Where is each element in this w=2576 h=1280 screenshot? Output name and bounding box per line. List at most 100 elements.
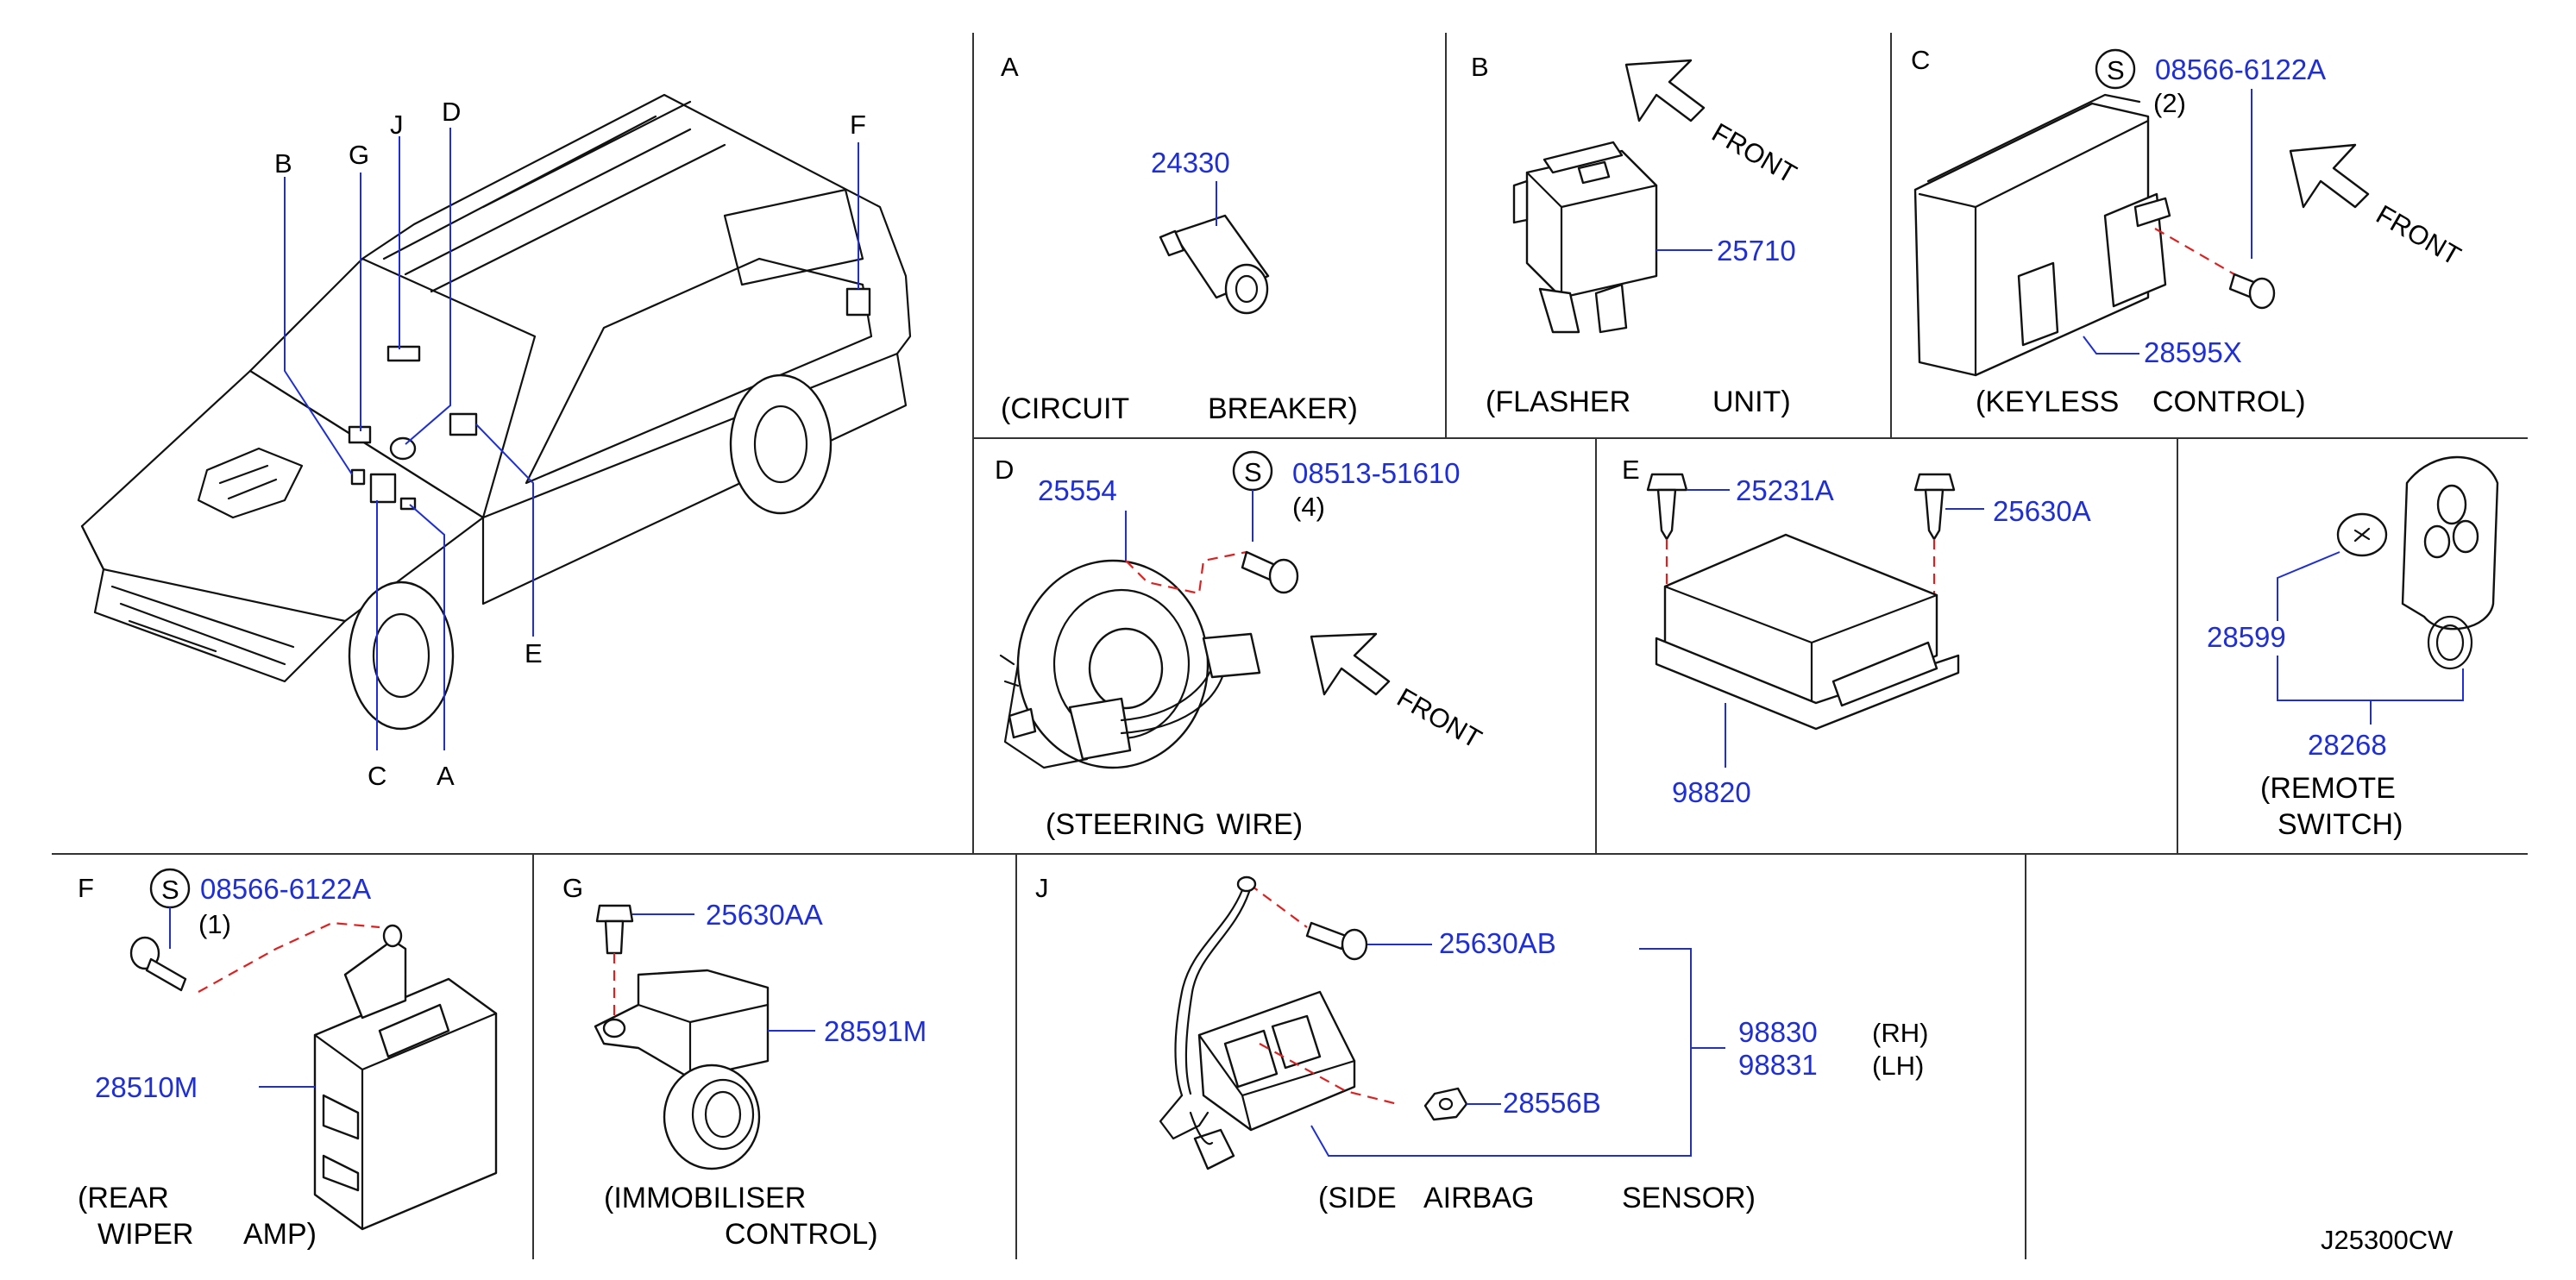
part-number: 98820 (1672, 776, 1751, 808)
vehicle-hood (80, 369, 485, 623)
panel-b: B FRONT 25710 (FLASHER UNIT) (1471, 52, 1802, 418)
panel-e: E 25231A 25630A 98820 (1622, 455, 2091, 808)
loc-letter-b: B (274, 148, 292, 179)
panel-letter: E (1622, 455, 1640, 485)
caption-1: (CIRCUIT (1001, 392, 1129, 425)
panel-f: F S 08566-6122A (1) 28510M (REAR WIPER A… (78, 868, 498, 1251)
screw-mark: S (1244, 457, 1262, 487)
screw-part (129, 936, 187, 992)
screw-qty: (1) (198, 909, 231, 939)
panel-letter: B (1471, 52, 1489, 82)
caption-1: (FLASHER (1486, 386, 1630, 418)
part-number-rh: 98830 (1738, 1016, 1818, 1048)
nut-number: 28556B (1503, 1087, 1601, 1119)
loc-letter-j: J (390, 110, 404, 140)
bolt-left-number: 25231A (1736, 474, 1834, 506)
screw-qty: (2) (2153, 88, 2186, 118)
caption-2: WIRE) (1216, 808, 1303, 841)
vehicle-side-windows (525, 257, 873, 485)
loc-letter-a: A (437, 761, 455, 791)
caption-3: AMP) (243, 1218, 317, 1251)
panel-g: G 25630AA 28591M (IMMOBILISER CONTROL) (562, 873, 927, 1251)
panel-letter: G (562, 873, 583, 903)
front-arrow-icon (2289, 143, 2370, 209)
loc-letter-g: G (349, 140, 369, 170)
panel-remote: 28599 28268 (REMOTE SWITCH) (2207, 455, 2499, 841)
marker-e (449, 412, 478, 436)
caption-2: CONTROL) (725, 1218, 878, 1251)
bolt-left-part (1646, 473, 1688, 541)
bolt-part (1305, 921, 1368, 961)
marker-d (389, 436, 417, 461)
vehicle-grille (110, 585, 295, 666)
panel-letter: C (1911, 45, 1930, 75)
immobiliser-control-part (594, 969, 770, 1170)
panel-letter: A (1001, 52, 1019, 82)
bolt-part (595, 904, 634, 955)
screw-part-number: 08513-51610 (1292, 457, 1461, 489)
screw-part-number: 08566-6122A (2155, 53, 2326, 85)
rear-wiper-amp-part (313, 924, 498, 1231)
part-number: 25554 (1038, 474, 1117, 506)
front-arrow-icon (1310, 632, 1391, 696)
screw-part (1241, 550, 1299, 594)
panel-letter: D (995, 455, 1014, 485)
loc-letter-c: C (368, 761, 386, 791)
drawing-code: J25300CW (2321, 1225, 2453, 1255)
screw-part-number: 08566-6122A (200, 873, 371, 905)
caption-2: UNIT) (1712, 386, 1791, 418)
front-arrow-icon (1624, 59, 1706, 122)
caption-1: (REAR (78, 1182, 169, 1214)
screw-part (2228, 273, 2276, 310)
marker-f (845, 287, 871, 317)
battery-part (2336, 512, 2388, 557)
bolt-right-number: 25630A (1993, 495, 2091, 527)
front-label: FRONT (1392, 682, 1487, 755)
caption-2: BREAKER) (1208, 392, 1358, 425)
circuit-breaker-part (1159, 214, 1270, 315)
marker-c (369, 473, 397, 504)
flasher-unit-part (1512, 141, 1658, 334)
part-number: 28595X (2144, 336, 2242, 368)
vehicle-roof (248, 93, 912, 373)
caption-1: (REMOTE (2260, 772, 2396, 805)
caption-1: (IMMOBILISER (604, 1182, 806, 1214)
airbag-module-part (1655, 533, 1960, 731)
vehicle-side (481, 352, 908, 605)
panel-a: A 24330 (CIRCUIT BREAKER) (1001, 52, 1358, 425)
caption-1: (SIDE (1318, 1182, 1397, 1214)
bolt-right-part (1913, 473, 1956, 541)
bolt-number: 25630AA (706, 899, 823, 931)
caption-2: CONTROL) (2152, 386, 2306, 418)
panel-d: D 25554 S 08513-51610 (4) FRONT (STEERIN… (995, 450, 1487, 841)
screw-mark: S (161, 875, 179, 905)
caption-2: AIRBAG (1423, 1182, 1534, 1214)
vehicle-front (80, 524, 347, 683)
panel-j: J 25630AB 28556B 98830 (RH (1035, 873, 1928, 1214)
caption-2: SWITCH) (2278, 808, 2403, 841)
loc-letter-d: D (442, 97, 461, 127)
part-number: 28591M (824, 1015, 927, 1047)
nut-part (1423, 1087, 1468, 1121)
keyless-control-part (1913, 93, 2171, 377)
side-rh: (RH) (1872, 1018, 1928, 1048)
part-number: 24330 (1151, 147, 1230, 179)
caption-2: WIPER (97, 1218, 193, 1251)
marker-b (350, 468, 366, 486)
vehicle-rear-window (723, 188, 864, 286)
bolt-number: 25630AB (1439, 927, 1556, 959)
front-label: FRONT (1707, 117, 1802, 190)
panel-letter: J (1035, 873, 1049, 903)
caption-1: (STEERING (1046, 808, 1205, 841)
part-number-lh: 98831 (1738, 1049, 1818, 1081)
battery-number: 28599 (2207, 621, 2286, 653)
vehicle-engine (197, 447, 304, 519)
screw-qty: (4) (1292, 492, 1325, 522)
caption-3: SENSOR) (1622, 1182, 1756, 1214)
caption-1: (KEYLESS (1976, 386, 2119, 418)
vehicle-rear-wheel (729, 373, 832, 515)
front-label: FRONT (2372, 199, 2466, 272)
vehicle-location-letters: B G J D F C A E (274, 97, 866, 791)
remote-key-part (2401, 455, 2499, 670)
